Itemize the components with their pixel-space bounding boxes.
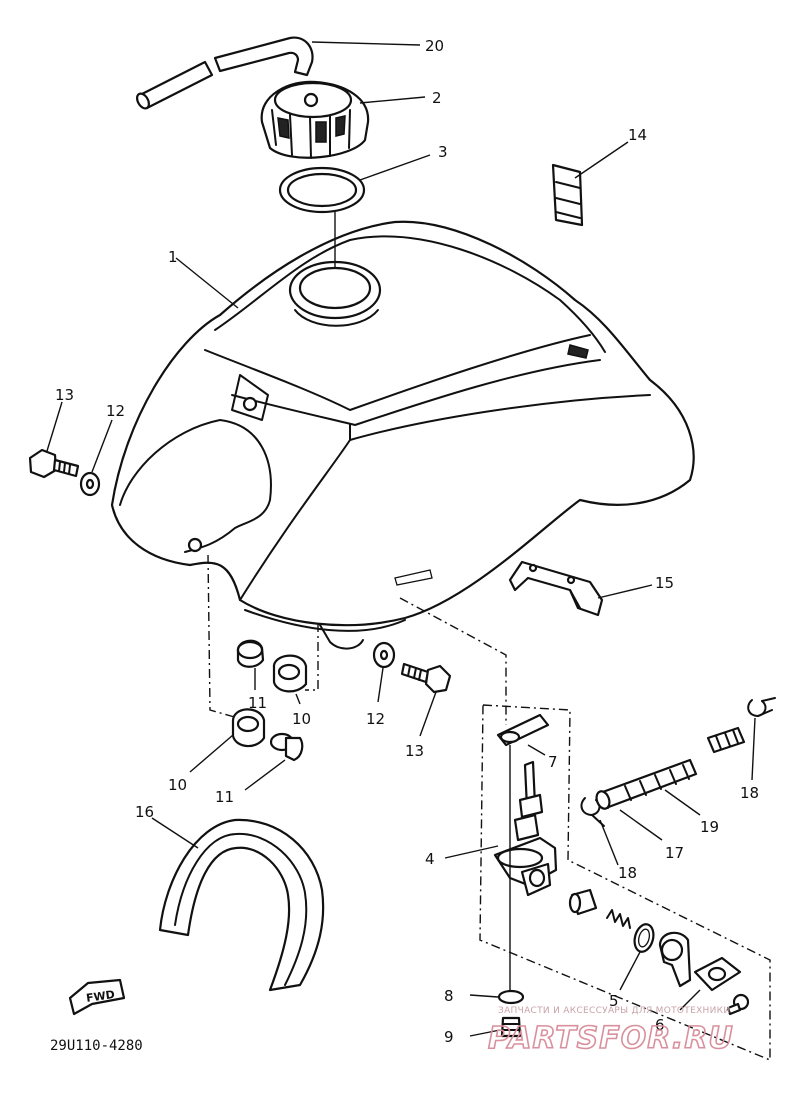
- breather-hose-part: [136, 36, 314, 110]
- label-part-1: 1: [168, 248, 178, 266]
- label-part-10-lower: 10: [168, 776, 187, 794]
- label-part-14: 14: [628, 126, 647, 144]
- connection-lines: [207, 212, 771, 1062]
- valve-plate-part: [693, 956, 742, 992]
- valve-oring-part: [633, 923, 655, 953]
- valve-lever-part: [658, 931, 692, 988]
- label-part-17: 17: [665, 844, 684, 862]
- fuel-cock-part: [493, 760, 558, 897]
- grommet-upper-part: [272, 654, 308, 693]
- cap-gasket-part: [278, 166, 366, 214]
- valve-gasket-part: [496, 713, 550, 747]
- label-part-15: 15: [655, 574, 674, 592]
- screw-9-part: [500, 1016, 522, 1038]
- collar-lower-part: [269, 732, 304, 762]
- fwd-arrow-icon: [68, 978, 126, 1016]
- collar-upper-part: [236, 639, 265, 668]
- label-part-7: 7: [548, 753, 558, 771]
- grommet-lower-part: [231, 708, 266, 748]
- label-part-11-upper: 11: [248, 694, 267, 712]
- label-part-8: 8: [444, 987, 454, 1005]
- washer-mid-part: [372, 641, 396, 669]
- washer-left-part: [79, 471, 101, 497]
- label-part-2: 2: [432, 89, 442, 107]
- screw-8-part: [497, 989, 525, 1005]
- bolt-left-part: [28, 448, 80, 479]
- bolt-mid-part: [400, 662, 452, 694]
- label-part-13-left: 13: [55, 386, 74, 404]
- watermark-logo: PARTSFOR.RU: [488, 1021, 734, 1056]
- hose-clip-right-part: [747, 697, 776, 717]
- label-part-20: 20: [425, 37, 444, 55]
- screw-right-part: [726, 993, 750, 1016]
- fuel-cap-part: [260, 80, 370, 159]
- valve-spacer-part: [568, 888, 598, 916]
- drawing-code: 29U110-4280: [50, 1038, 143, 1054]
- leader-lines: [46, 41, 756, 1037]
- label-part-6: 6: [655, 1016, 665, 1034]
- fwd-label: FWD: [85, 988, 115, 1005]
- label-part-12-mid: 12: [366, 710, 385, 728]
- fuel-tank-part: [110, 220, 695, 650]
- label-part-10-upper: 10: [292, 710, 311, 728]
- label-part-4: 4: [425, 850, 435, 868]
- label-part-11-lower: 11: [215, 788, 234, 806]
- label-part-18-right: 18: [740, 784, 759, 802]
- label-part-3: 3: [438, 143, 448, 161]
- watermark-tagline: ЗАПЧАСТИ И АКСЕССУАРЫ ДЛЯ МОТОТЕХНИКИ: [498, 1006, 730, 1016]
- label-part-18-left: 18: [618, 864, 637, 882]
- label-part-19: 19: [700, 818, 719, 836]
- tank-band-part: [158, 818, 325, 992]
- fuel-hose-part: [595, 758, 698, 810]
- damper-part: [551, 163, 584, 227]
- watermark: ЗАПЧАСТИ И АКСЕССУАРЫ ДЛЯ МОТОТЕХНИКИ PA…: [487, 1006, 734, 1057]
- hose-end-part: [706, 726, 746, 754]
- label-part-12-left: 12: [106, 402, 125, 420]
- label-part-9: 9: [444, 1028, 454, 1046]
- label-part-5: 5: [609, 992, 619, 1010]
- label-part-16: 16: [135, 803, 154, 821]
- label-part-13-mid: 13: [405, 742, 424, 760]
- tank-bracket-part: [508, 560, 604, 617]
- valve-spring-part: [606, 909, 631, 929]
- part-number-labels: 20 2 3 14 1 13 12 15 11 10 12 13 7 10 11…: [55, 37, 759, 1046]
